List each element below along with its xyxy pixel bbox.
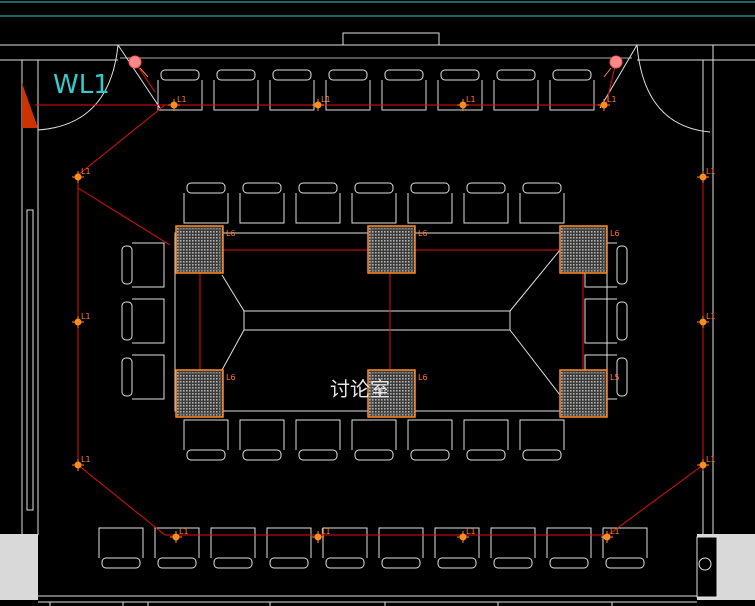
panel-label: L5 <box>610 373 620 382</box>
grille-panel-light-icon <box>367 225 416 274</box>
chair <box>121 298 165 344</box>
door-switches <box>128 55 623 78</box>
panel-label: L6 <box>610 229 620 238</box>
chair <box>381 69 427 111</box>
downlight-fixture-icon <box>697 459 709 471</box>
downlight-label: L1 <box>81 167 91 176</box>
chairs <box>98 69 648 569</box>
chair <box>295 419 341 461</box>
downlight-label: L1 <box>706 312 716 321</box>
walls <box>0 32 755 606</box>
downlight-label: L1 <box>321 527 331 536</box>
chair <box>183 419 229 461</box>
downlight-label: L1 <box>706 167 716 176</box>
panel-label: L6 <box>418 373 428 382</box>
chair <box>490 527 536 569</box>
switch-icon <box>609 55 623 69</box>
chair <box>378 527 424 569</box>
chair <box>351 419 397 461</box>
chair <box>213 69 259 111</box>
column-bottom-left <box>0 534 38 600</box>
chair <box>519 182 565 224</box>
downlight-label: L1 <box>81 455 91 464</box>
distribution-box-icon <box>22 83 38 128</box>
wire-run <box>605 61 617 106</box>
chair <box>463 419 509 461</box>
chair <box>493 69 539 111</box>
downlight-label: L1 <box>81 312 91 321</box>
panel-label: L6 <box>226 229 236 238</box>
grille-panel-light-icon <box>175 225 224 274</box>
panel-label: WL1 <box>53 70 110 100</box>
chair <box>121 242 165 288</box>
grille-panel-light-icon <box>367 369 416 418</box>
panel-label: L6 <box>226 373 236 382</box>
chair <box>463 182 509 224</box>
chair <box>98 527 144 569</box>
top-reference-lines <box>0 1 755 17</box>
chair <box>269 69 315 111</box>
chair <box>602 527 648 569</box>
chair <box>434 527 480 569</box>
downlight-label: L1 <box>179 527 189 536</box>
chair <box>183 182 229 224</box>
chair <box>351 182 397 224</box>
chair <box>210 527 256 569</box>
panel-lights <box>175 225 608 418</box>
switch-icon <box>128 55 142 69</box>
chair <box>295 182 341 224</box>
downlight-fixture-icon <box>72 171 84 183</box>
wire-run <box>77 187 171 246</box>
chair <box>239 182 285 224</box>
chair <box>154 527 200 569</box>
riser-box <box>696 536 718 598</box>
chair <box>407 182 453 224</box>
downlight-fixture-icon <box>312 531 324 543</box>
chair <box>519 419 565 461</box>
downlight-fixture-icon <box>697 171 709 183</box>
chair <box>549 69 595 111</box>
downlight-fixture-icon <box>168 99 180 111</box>
downlight-label: L1 <box>610 527 620 536</box>
chair <box>437 69 483 111</box>
downlight-label: L1 <box>321 95 331 104</box>
chair <box>266 527 312 569</box>
riser-circle-icon <box>698 557 712 571</box>
downlight-fixture-icon <box>457 99 469 111</box>
downlight-fixture-icon <box>601 531 613 543</box>
downlight-fixture-icon <box>72 316 84 328</box>
chair <box>407 419 453 461</box>
chair <box>584 298 628 344</box>
room-name: 讨论室 <box>330 377 390 401</box>
downlight-fixture-icon <box>697 316 709 328</box>
chair <box>325 69 371 111</box>
chair <box>322 527 368 569</box>
downlights <box>72 99 709 543</box>
grille-panel-light-icon <box>559 369 608 418</box>
downlight-label: L1 <box>466 527 476 536</box>
grille-panel-light-icon <box>175 369 224 418</box>
downlight-fixture-icon <box>457 531 469 543</box>
downlight-label: L1 <box>466 95 476 104</box>
downlight-fixture-icon <box>170 531 182 543</box>
chair <box>157 69 203 111</box>
downlight-fixture-icon <box>312 99 324 111</box>
chair <box>546 527 592 569</box>
downlight-label: L1 <box>177 95 187 104</box>
downlight-fixture-icon <box>72 459 84 471</box>
downlight-label: L1 <box>607 95 617 104</box>
downlight-label: L1 <box>706 455 716 464</box>
grille-panel-light-icon <box>559 225 608 274</box>
downlight-fixture-icon <box>598 99 610 111</box>
chair <box>239 419 285 461</box>
panel-label: L6 <box>418 229 428 238</box>
chair <box>121 354 165 400</box>
